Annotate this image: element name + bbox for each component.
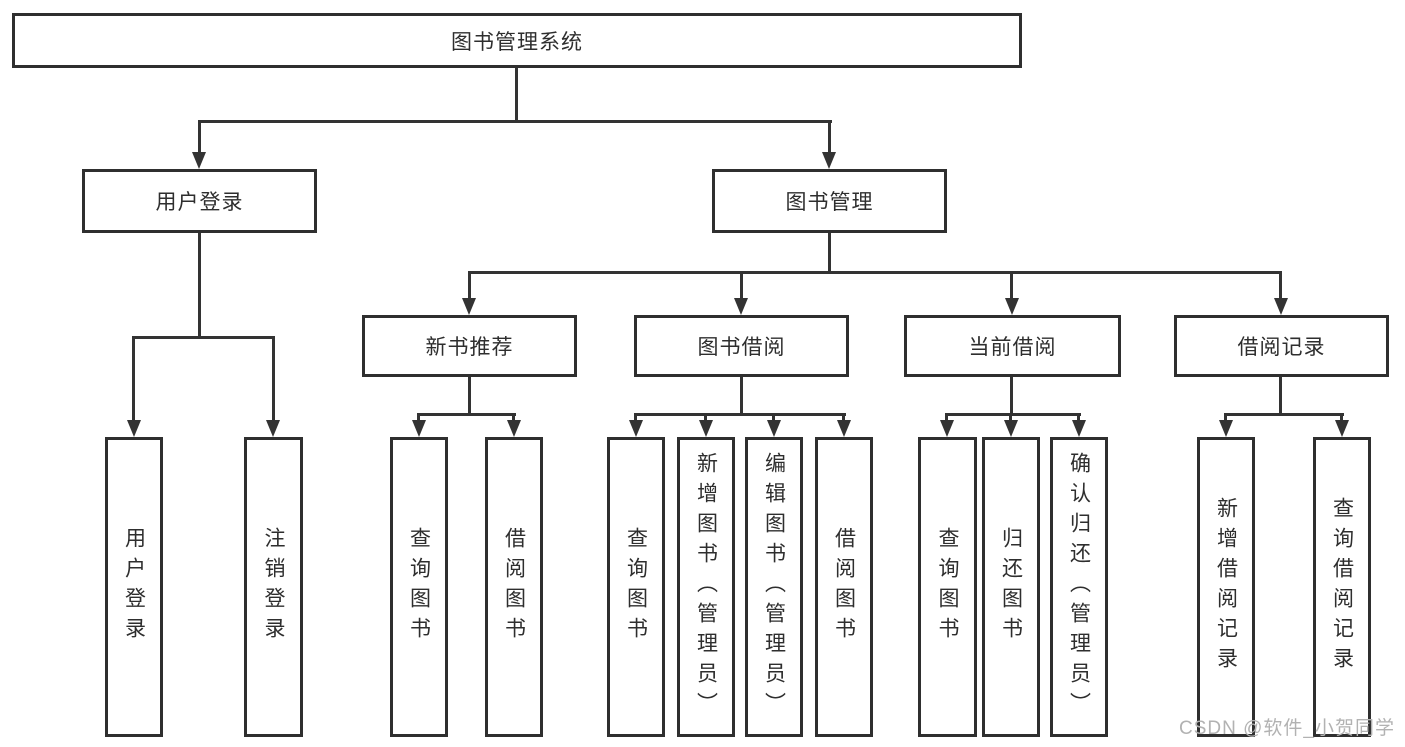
diagram-node-leaf-query-borrow-record: 查询借阅记录	[1313, 437, 1371, 737]
arrow-down-icon	[734, 298, 748, 315]
arrow-down-icon	[822, 152, 836, 169]
connector-line	[704, 413, 707, 422]
connector-line	[945, 413, 948, 422]
arrow-down-icon	[411, 420, 426, 437]
arrow-down-icon	[506, 420, 521, 437]
connector-line	[417, 413, 420, 422]
connector-line	[1010, 377, 1013, 416]
diagram-node-leaf-confirm-return-admin: 确认归还（管理员）	[1050, 437, 1108, 737]
connector-line	[1010, 271, 1013, 300]
connector-line	[740, 271, 743, 300]
connector-line	[198, 120, 832, 123]
connector-line	[468, 271, 471, 300]
connector-line	[132, 336, 275, 339]
diagram-node-leaf-borrow-book-new: 借阅图书	[485, 437, 543, 737]
arrow-down-icon	[1004, 298, 1019, 315]
connector-line	[272, 336, 275, 422]
connector-line	[740, 377, 743, 416]
diagram-node-leaf-query-book-new: 查询图书	[390, 437, 448, 737]
connector-line	[1279, 377, 1282, 416]
diagram-node-root: 图书管理系统	[12, 13, 1022, 68]
connector-line	[1224, 413, 1227, 422]
arrow-down-icon	[1334, 420, 1349, 437]
connector-line	[1224, 413, 1344, 416]
connector-line	[945, 413, 1081, 416]
diagram-node-user-login: 用户登录	[82, 169, 317, 233]
connector-line	[828, 233, 831, 274]
connector-line	[1279, 271, 1282, 300]
arrow-down-icon	[1071, 420, 1086, 437]
connector-line	[772, 413, 775, 422]
diagram-node-leaf-query-book-borrow: 查询图书	[607, 437, 665, 737]
connector-line	[198, 120, 201, 154]
connector-line	[132, 336, 135, 422]
diagram-node-leaf-add-borrow-record: 新增借阅记录	[1197, 437, 1255, 737]
arrow-down-icon	[126, 420, 141, 437]
diagram-node-leaf-user-login: 用户登录	[105, 437, 163, 737]
connector-line	[417, 413, 516, 416]
diagram-node-new-book-rec: 新书推荐	[362, 315, 577, 377]
connector-line	[512, 413, 515, 422]
diagram-node-leaf-edit-book-admin: 编辑图书（管理员）	[745, 437, 803, 737]
arrow-down-icon	[766, 420, 781, 437]
connector-line	[198, 233, 201, 339]
connector-line	[1009, 413, 1012, 422]
connector-line	[1340, 413, 1343, 422]
arrow-down-icon	[266, 420, 280, 437]
watermark: CSDN @软件_小贺同学	[1179, 718, 1395, 739]
arrow-down-icon	[1003, 420, 1018, 437]
arrow-down-icon	[698, 420, 713, 437]
arrow-down-icon	[628, 420, 643, 437]
diagram-node-book-borrow: 图书借阅	[634, 315, 849, 377]
arrow-down-icon	[1218, 420, 1233, 437]
diagram-node-leaf-add-book-admin: 新增图书（管理员）	[677, 437, 735, 737]
connector-line	[842, 413, 845, 422]
arrow-down-icon	[192, 152, 206, 169]
diagram-node-book-mgmt: 图书管理	[712, 169, 947, 233]
diagram-node-leaf-borrow-book-borrow: 借阅图书	[815, 437, 873, 737]
diagram-node-leaf-return-book: 归还图书	[982, 437, 1040, 737]
arrow-down-icon	[939, 420, 954, 437]
connector-line	[468, 377, 471, 416]
connector-line	[634, 413, 637, 422]
connector-line	[828, 120, 831, 154]
arrow-down-icon	[1273, 298, 1288, 315]
diagram-node-borrow-record: 借阅记录	[1174, 315, 1389, 377]
arrow-down-icon	[836, 420, 851, 437]
connector-line	[468, 271, 1281, 274]
diagram-node-leaf-query-book-current: 查询图书	[918, 437, 977, 737]
arrow-down-icon	[462, 298, 476, 315]
diagram-node-current-borrow: 当前借阅	[904, 315, 1121, 377]
connector-line	[634, 413, 846, 416]
connector-line	[1077, 413, 1080, 422]
diagram-node-leaf-logout: 注销登录	[244, 437, 303, 737]
connector-line	[515, 68, 518, 123]
